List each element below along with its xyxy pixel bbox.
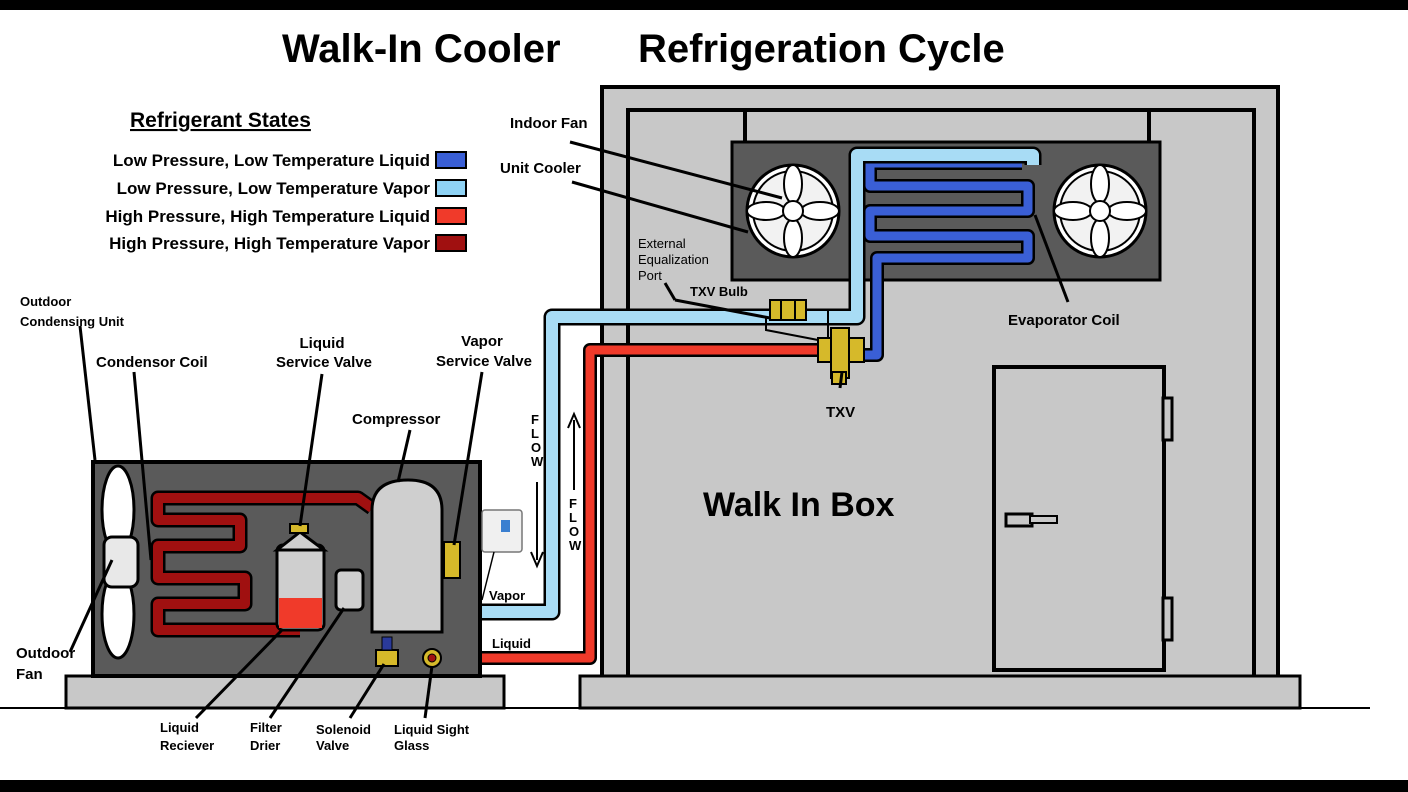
solenoid-label-1: Solenoid [316, 722, 371, 737]
sight-glass-label-2: Glass [394, 738, 429, 753]
compressor-icon [370, 478, 444, 634]
liquid-sv-label-1: Liquid [300, 335, 345, 352]
txv-label: TXV [826, 404, 855, 421]
outdoor-fan-label-2: Fan [16, 666, 43, 683]
liquid-label: Liquid [492, 636, 531, 651]
liquid-receiver-label-2: Reciever [160, 738, 214, 753]
filter-drier-label-1: Filter [250, 720, 282, 735]
condensing-unit-base [64, 674, 506, 710]
outdoor-fan-label-1: Outdoor [16, 645, 75, 662]
evaporator-coil [860, 156, 1035, 362]
indoor-fan-left-icon [745, 163, 841, 259]
sight-glass-label-1: Liquid Sight [394, 722, 470, 737]
legend-swatch-lplt-liquid [435, 151, 467, 169]
liquid-receiver-icon [272, 523, 329, 632]
legend-swatch-hpht-vapor [435, 234, 467, 252]
indoor-fan-right-icon [1052, 163, 1148, 259]
legend: Refrigerant States Low Pressure, Low Tem… [105, 109, 467, 253]
door-handle-icon[interactable] [1004, 512, 1034, 528]
vapor-label: Vapor [489, 588, 525, 603]
condensor-coil [150, 490, 377, 638]
legend-swatch-hpht-liquid [435, 207, 467, 225]
legend-heading: Refrigerant States [130, 109, 311, 132]
legend-label-hpht-vapor: High Pressure, High Temperature Vapor [109, 234, 430, 253]
vapor-sv-label-2: Service Valve [436, 353, 532, 370]
legend-swatch-lplt-vapor [435, 179, 467, 197]
condensing-unit [64, 460, 506, 710]
liquid-sv-label-2: Service Valve [276, 354, 372, 371]
evaporator-coil-label: Evaporator Coil [1008, 312, 1120, 329]
condensor-coil-label: Condensor Coil [96, 354, 208, 371]
walk-in-box-base [578, 674, 1302, 710]
legend-label-hpht-liquid: High Pressure, High Temperature Liquid [105, 207, 430, 226]
vapor-sv-label-1: Vapor [461, 333, 503, 350]
walk-in-box-label: Walk In Box [703, 486, 895, 524]
outdoor-fan-icon [100, 464, 140, 660]
door-hinge-top [1161, 396, 1174, 442]
pressure-control-icon [481, 509, 523, 601]
ext-eq-label-1: External [638, 236, 686, 251]
outdoor-cu-label-1: Outdoor [20, 294, 71, 309]
compressor-label: Compressor [352, 411, 441, 428]
txv-bulb-label: TXV Bulb [690, 284, 748, 299]
title-left: Walk-In Cooler [282, 27, 561, 71]
legend-label-lplt-liquid: Low Pressure, Low Temperature Liquid [113, 151, 430, 170]
txv-bulb-icon [765, 299, 829, 341]
filter-drier-icon [334, 568, 365, 612]
filter-drier-label-2: Drier [250, 738, 280, 753]
door-hinge-bottom [1161, 596, 1174, 642]
vapor-service-valve-icon [443, 541, 461, 579]
solenoid-valve-icon [375, 649, 399, 667]
leader-lines [68, 140, 1070, 720]
outdoor-cu-label-2: Condensing Unit [20, 314, 125, 329]
walk-in-door[interactable] [992, 365, 1174, 672]
liquid-receiver-label-1: Liquid [160, 720, 199, 735]
legend-label-lplt-vapor: Low Pressure, Low Temperature Vapor [117, 179, 431, 198]
title-right: Refrigeration Cycle [638, 27, 1005, 71]
unit-cooler-label: Unit Cooler [500, 160, 581, 177]
indoor-fan-label: Indoor Fan [510, 115, 588, 132]
ext-eq-label-2: Equalization [638, 252, 709, 267]
solenoid-label-2: Valve [316, 738, 349, 753]
ext-eq-label-3: Port [638, 268, 662, 283]
